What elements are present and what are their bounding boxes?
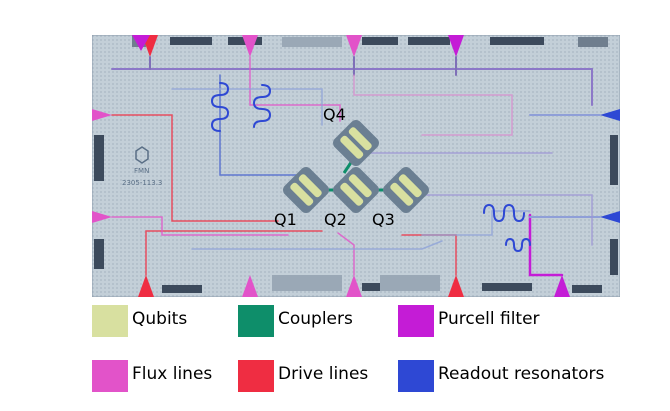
legend-swatch-flux-lines — [92, 360, 128, 392]
qubit-Q2 — [333, 167, 379, 213]
readout-resonator-meander-1 — [210, 82, 230, 132]
qubit-Q3 — [383, 167, 429, 213]
bottom-bond-pads — [162, 275, 602, 293]
legend-label-drive-lines: Drive lines — [278, 364, 369, 384]
legend-swatch-purcell-filter — [398, 305, 434, 337]
purcell-filter-launchers — [132, 35, 570, 297]
flux-line-launchers — [92, 35, 362, 297]
chip-micrograph: Q1 Q2 Q3 Q4 FMN 2305-113.3 — [92, 35, 620, 297]
legend-label-qubits: Qubits — [132, 309, 188, 329]
qubit-Q1 — [283, 167, 329, 213]
readout-line-e — [191, 240, 443, 250]
chip-substrate — [92, 35, 620, 297]
readout-trace-top — [149, 56, 457, 76]
qubit-Q4 — [333, 120, 379, 166]
legend-swatch-readout-resonators — [398, 360, 434, 392]
legend-label-readout-resonators: Readout resonators — [438, 364, 605, 384]
qubit-label-q2: Q2 — [324, 210, 347, 229]
side-bond-pads — [94, 135, 618, 275]
legend-label-flux-lines: Flux lines — [132, 364, 213, 384]
readout-line-d — [421, 210, 531, 236]
legend-label-purcell-filter: Purcell filter — [438, 309, 540, 329]
feedline-top — [111, 68, 593, 106]
purcell-filter-trace — [528, 213, 564, 277]
chip-serial: 2305-113.3 — [122, 179, 162, 187]
legend-swatch-qubits — [92, 305, 128, 337]
flux-line-3 — [337, 232, 355, 276]
qubit-label-q1: Q1 — [274, 210, 297, 229]
drive-line-2 — [145, 230, 323, 276]
readout-resonator-meander-4 — [505, 237, 531, 253]
drive-line-1 — [111, 114, 279, 222]
readout-resonator-meander-2 — [252, 84, 272, 128]
readout-resonator-meander-3 — [483, 203, 525, 223]
readout-launchers — [600, 109, 620, 223]
chip-logo: FMN 2305-113.3 — [122, 146, 162, 187]
flux-line-1 — [111, 216, 289, 236]
legend-swatch-couplers — [238, 305, 274, 337]
qubit-label-q3: Q3 — [372, 210, 395, 229]
readout-line-c — [411, 194, 593, 246]
readout-line-f — [171, 88, 323, 126]
legend-label-couplers: Couplers — [278, 309, 353, 329]
readout-line-a — [219, 74, 303, 176]
readout-trace-right — [529, 114, 601, 218]
flux-line-2 — [249, 56, 341, 122]
flux-line-4 — [353, 74, 513, 136]
chip-logo-text: FMN — [134, 167, 149, 175]
legend-swatch-drive-lines — [238, 360, 274, 392]
qubit-label-q4: Q4 — [323, 105, 346, 124]
